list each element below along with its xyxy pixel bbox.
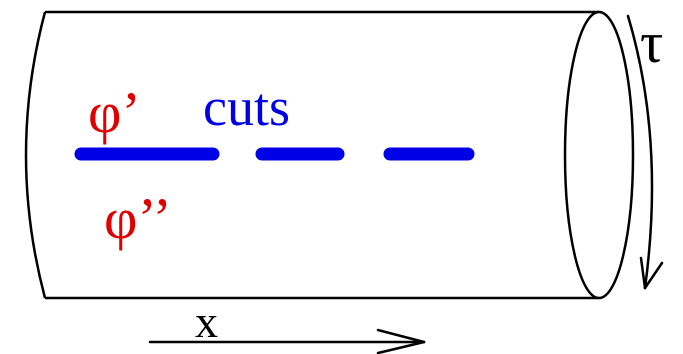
tau-label: τ <box>640 10 663 75</box>
tau-rotation-arrow <box>626 14 664 290</box>
cuts-label: cuts <box>203 77 290 137</box>
cylinder-end-ellipse <box>563 10 635 300</box>
x-arrow <box>148 328 426 354</box>
cylinder-body <box>24 10 599 300</box>
phi-double-prime-label: φ’’ <box>104 186 172 251</box>
phi-prime-label: φ’ <box>88 80 141 145</box>
x-axis-label: x <box>195 296 218 347</box>
